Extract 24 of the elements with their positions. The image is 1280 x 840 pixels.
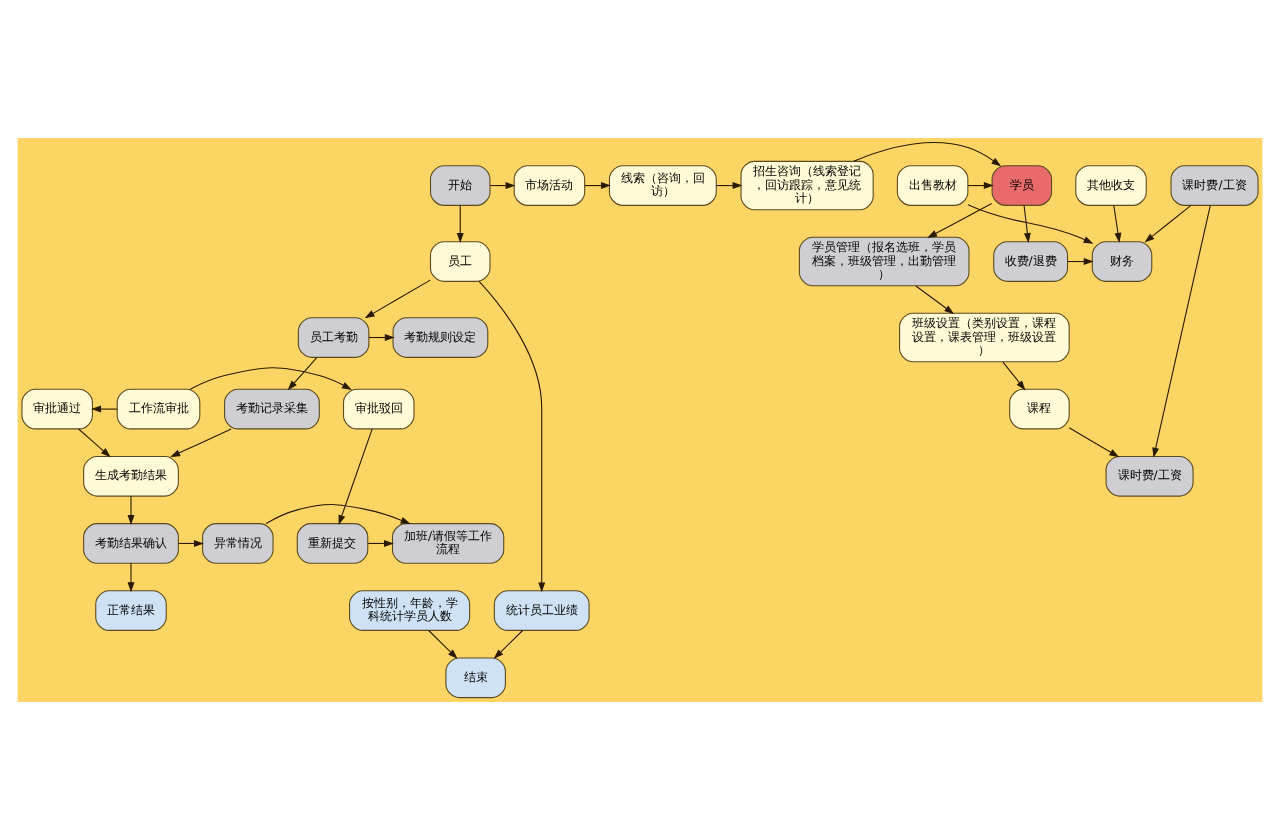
arrow — [338, 428, 373, 525]
arrow — [1152, 205, 1211, 458]
arrow — [915, 285, 955, 315]
arrow — [927, 202, 993, 238]
arrow — [428, 629, 458, 659]
arrow — [1023, 205, 1031, 243]
arrow — [493, 629, 524, 659]
arrow — [1068, 427, 1120, 458]
arrow — [967, 204, 1094, 244]
arrow — [91, 405, 118, 413]
arrow — [1113, 205, 1122, 243]
arrow — [170, 428, 232, 458]
arrow — [478, 280, 546, 593]
arrow — [1002, 361, 1026, 391]
arrow — [189, 367, 352, 390]
arrow — [78, 428, 111, 458]
arrow — [1144, 205, 1192, 243]
arrow — [265, 504, 411, 525]
arrow — [127, 562, 135, 593]
arrow — [456, 205, 464, 243]
arrow — [853, 142, 1002, 167]
arrow — [364, 279, 431, 319]
arrow — [127, 495, 135, 526]
arrow — [287, 357, 318, 391]
